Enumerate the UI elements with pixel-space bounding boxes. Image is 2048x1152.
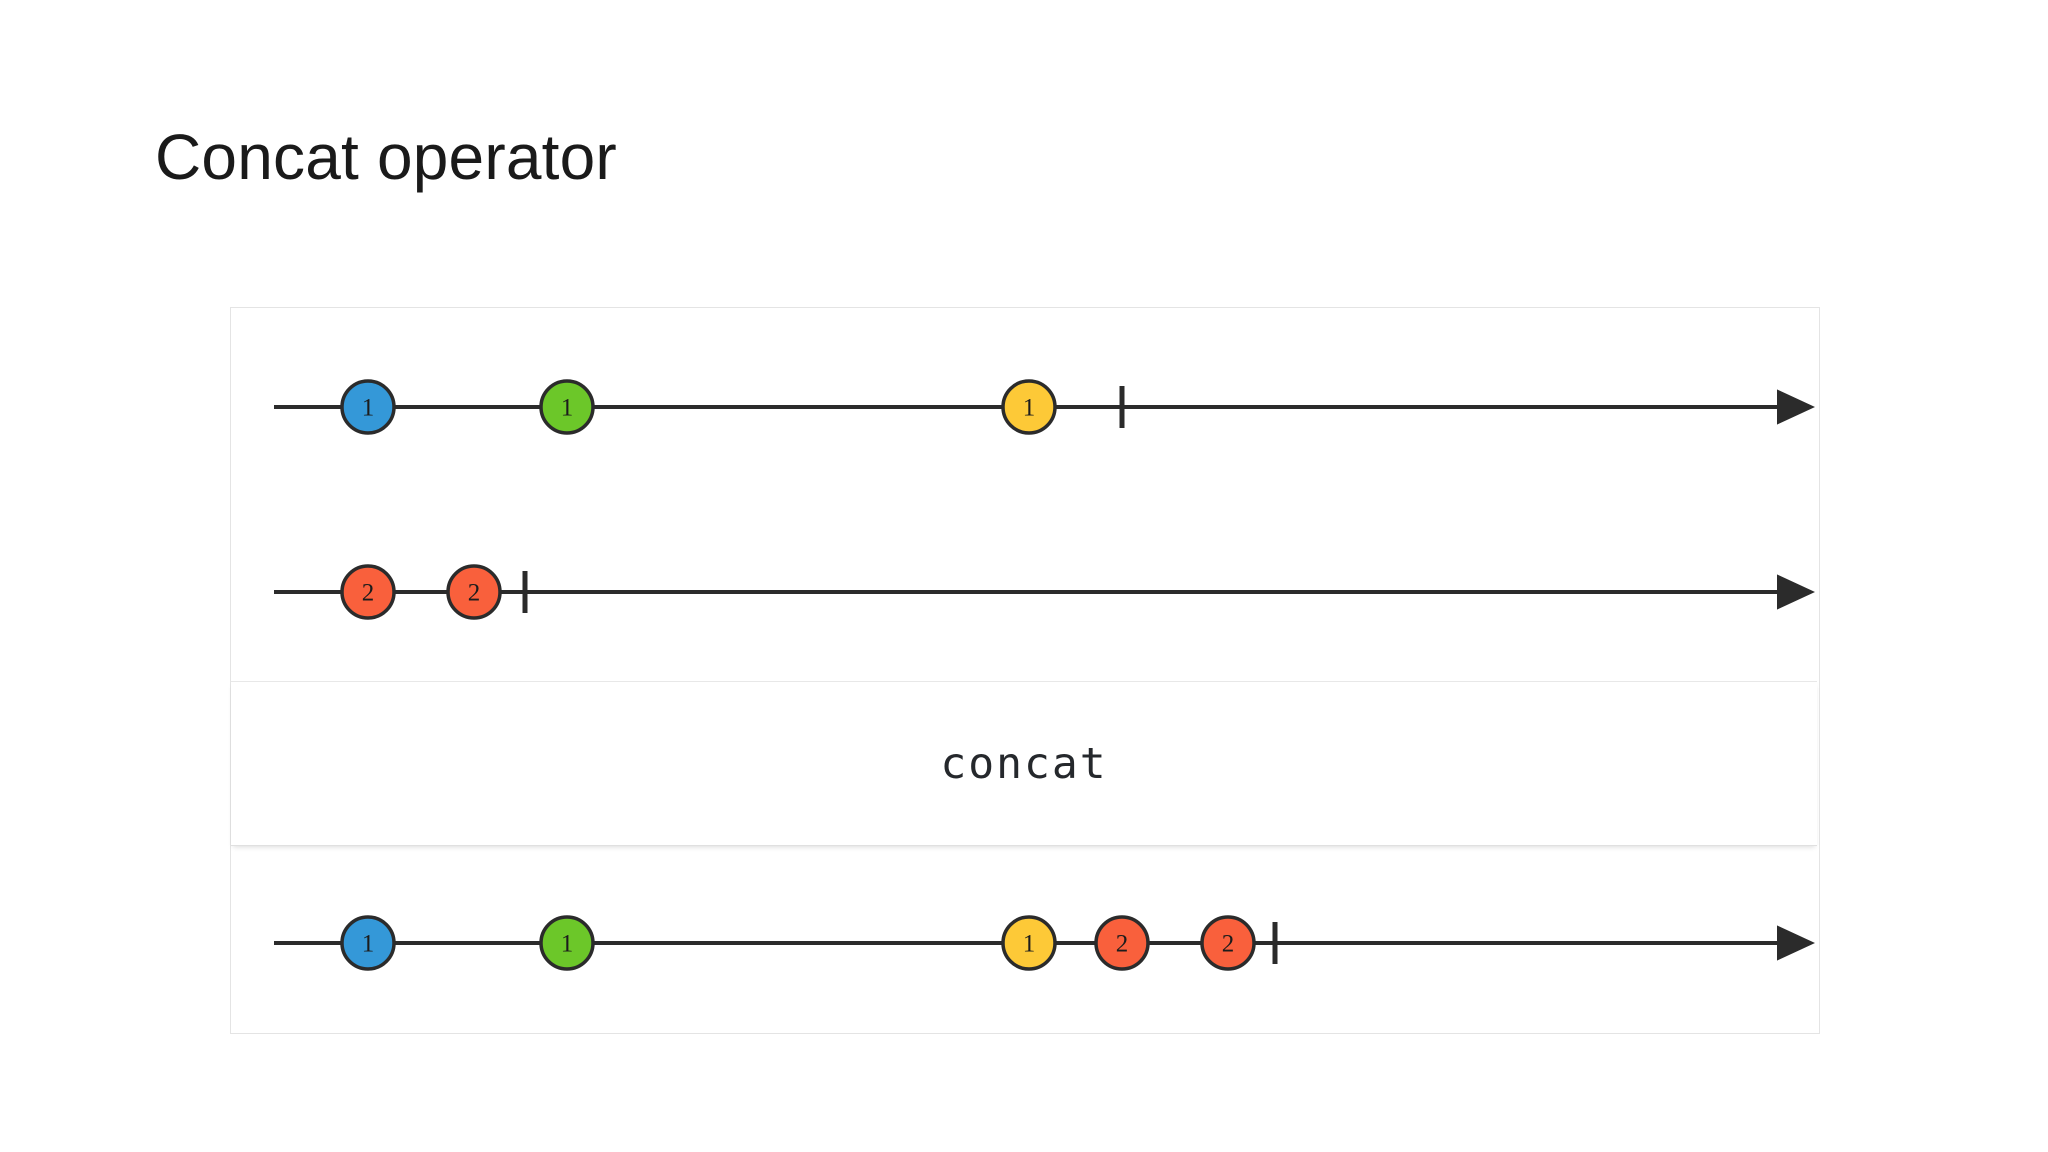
marble-circle — [539, 379, 595, 435]
marble-circle — [340, 379, 396, 435]
marble[interactable]: 1 — [1001, 379, 1057, 435]
marble-circle — [340, 564, 396, 620]
page-title: Concat operator — [155, 121, 617, 193]
marble-value: 1 — [1023, 395, 1036, 422]
timeline-output: 1 1 1 2 2 — [274, 915, 1815, 971]
timeline-source-1: 1 1 1 — [274, 379, 1815, 435]
marble-circle — [340, 915, 396, 971]
marble-value: 1 — [561, 395, 574, 422]
marble-circle — [1094, 915, 1150, 971]
marble-value: 1 — [362, 931, 375, 958]
marble-circle — [1001, 915, 1057, 971]
marble-value: 2 — [468, 580, 481, 607]
marble[interactable]: 1 — [340, 915, 396, 971]
marble-value: 1 — [561, 931, 574, 958]
marble-circle — [1200, 915, 1256, 971]
marble[interactable]: 1 — [1001, 915, 1057, 971]
marble[interactable]: 2 — [340, 564, 396, 620]
operator-label: concat — [940, 738, 1108, 789]
marble-circle — [539, 915, 595, 971]
operator-box: concat — [231, 681, 1817, 846]
marble-value: 2 — [1222, 931, 1235, 958]
marble[interactable]: 2 — [1200, 915, 1256, 971]
marble-value: 2 — [362, 580, 375, 607]
marble-value: 2 — [1116, 931, 1129, 958]
marble-circle — [446, 564, 502, 620]
marble[interactable]: 1 — [340, 379, 396, 435]
marble-circle — [1001, 379, 1057, 435]
marble-value: 1 — [1023, 931, 1036, 958]
marble[interactable]: 1 — [539, 379, 595, 435]
marble[interactable]: 2 — [1094, 915, 1150, 971]
marble[interactable]: 1 — [539, 915, 595, 971]
marble[interactable]: 2 — [446, 564, 502, 620]
marble-value: 1 — [362, 395, 375, 422]
